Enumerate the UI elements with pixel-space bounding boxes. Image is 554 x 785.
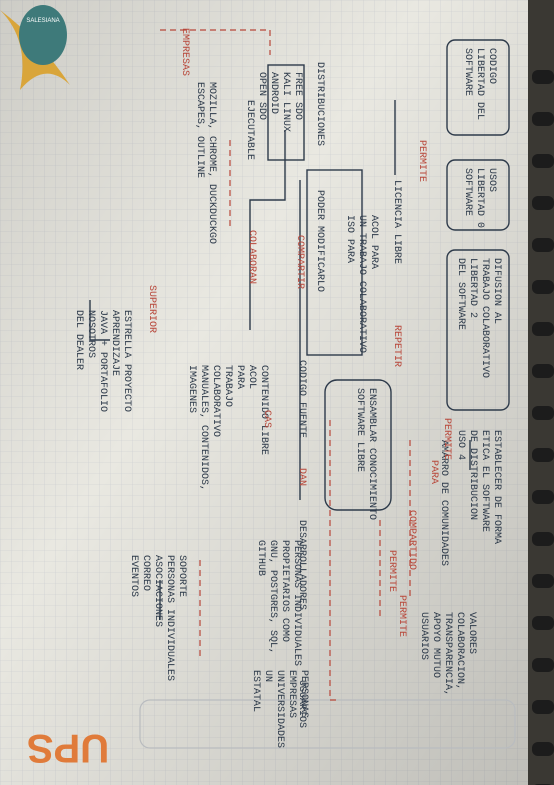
- note-contenido: TRABAJO: [222, 365, 233, 407]
- note-distro-box: FREE SDO: [292, 72, 303, 120]
- red-relation-label: COLABORAN: [246, 230, 257, 284]
- spiral-ring: [532, 154, 554, 168]
- spiral-ring: [532, 406, 554, 420]
- note-acol: UN TRABAJO COLABORATIVO: [356, 215, 367, 353]
- note-browsers: ESCAPES, OUTLINE: [194, 82, 205, 178]
- note-soporte: EVENTOS: [128, 555, 139, 597]
- note-establecer: DE DISTRIBUCION: [467, 430, 478, 520]
- red-relation-label: REPETIR: [391, 325, 402, 367]
- note-establecer: ETICA EL SOFTWARE: [479, 430, 490, 532]
- note-contenido: CONTENIDO LIBRE: [258, 365, 269, 455]
- note-browsers: MOZILLA, CHROME, DUCKDUCKGO: [206, 82, 217, 244]
- note-desarrolladores: DESARROLLADORES: [296, 520, 307, 610]
- note-acol: ACOL PARA: [368, 215, 379, 269]
- note-top-box-3: TRABAJO COLABORATIVO: [479, 258, 490, 378]
- note-top-box-2: SOFTWARE: [462, 168, 473, 216]
- university-logo: SALESIANA: [0, 5, 70, 90]
- spiral-ring: [532, 742, 554, 756]
- note-top-box-2: LIBERTAD 0: [474, 168, 485, 228]
- red-relation-label: EMPRESAS: [179, 28, 190, 76]
- spiral-ring: [532, 322, 554, 336]
- note-contenido: MANUALES, CONTENIDOS,: [198, 365, 209, 491]
- spiral-ring: [532, 364, 554, 378]
- note-licencia: LICENCIA LIBRE: [391, 180, 402, 264]
- note-valores: VALORES: [466, 612, 477, 654]
- note-top-box-1: LIBERTAD DEL: [474, 48, 485, 120]
- note-contenido: PARA: [234, 365, 245, 389]
- note-contenido: ACOL: [246, 365, 257, 389]
- note-personas: GNU, POSTGRES, SQL,: [267, 540, 278, 654]
- note-top-box-1: CODIGO: [486, 48, 497, 84]
- spiral-ring: [532, 280, 554, 294]
- spiral-ring: [532, 112, 554, 126]
- note-top-box-2: USOS: [486, 168, 497, 192]
- spiral-ring: [532, 616, 554, 630]
- note-distribuciones: DISTRIBUCIONES: [314, 62, 325, 146]
- note-ensamblar: ENSAMBLAR CONOCIMIENTO: [366, 388, 377, 520]
- note-estrella: APRENDIZAJE: [109, 310, 120, 376]
- spiral-binding: [532, 70, 554, 785]
- note-valores: TRANSPARENCIA,: [442, 612, 453, 696]
- spiral-ring: [532, 448, 554, 462]
- spiral-ring: [532, 490, 554, 504]
- note-soporte: CORREO: [140, 555, 151, 591]
- red-relation-label: PERMITE: [416, 140, 427, 182]
- note-personas-entidades: EMPRESAS: [286, 670, 297, 718]
- spiral-ring: [532, 700, 554, 714]
- red-relation-label: COMPARTIDO: [406, 510, 417, 570]
- red-relation-label: COMPARTIR: [294, 235, 305, 289]
- spiral-ring: [532, 574, 554, 588]
- note-contenido: IMAGENES: [186, 365, 197, 413]
- note-soporte: PERSONAS INDIVIDUALES: [164, 555, 175, 681]
- red-relation-label: SUPERIOR: [146, 285, 157, 333]
- note-distro-box: KALI LINUX: [280, 72, 291, 132]
- note-estrella: DEL DEALER: [73, 310, 84, 370]
- note-valores: USUARIOS: [418, 612, 429, 660]
- spiral-ring: [532, 70, 554, 84]
- red-relation-label: DAN: [296, 468, 307, 486]
- note-personas: GITHUB: [255, 540, 266, 576]
- note-usuarios: USUARIOS: [296, 680, 307, 728]
- red-relation-label: PERMITE: [441, 418, 452, 460]
- red-relation-label: CAS: [261, 410, 272, 428]
- note-personas: PERSONAS INDIVIDUALES: [291, 540, 302, 666]
- note-personas: PROPIETARIOS COMO: [279, 540, 290, 642]
- note-valores: COLABORACION,: [454, 612, 465, 690]
- note-top-box-3: DIFUSION AL: [491, 258, 502, 324]
- note-comunidades: AMARRO DE COMUNIDADES: [438, 440, 449, 566]
- note-establecer: USO 4: [455, 430, 466, 460]
- note-ejecutable: EJECUTABLE: [244, 100, 255, 160]
- note-top-box-1: SOFTWARE: [462, 48, 473, 96]
- ups-logo: UPS: [27, 726, 109, 770]
- note-poder: PODER MODIFICARLO: [314, 190, 325, 292]
- spiral-ring: [532, 238, 554, 252]
- note-personas-entidades: UN: [262, 670, 273, 682]
- note-personas-entidades: ESTATAL: [250, 670, 261, 712]
- note-estrella: NOSOTROS: [85, 310, 96, 358]
- note-soporte: ASOCIACIONES: [152, 555, 163, 627]
- note-estrella: ESTRELLA PROYECTO: [121, 310, 132, 412]
- red-relation-label: PERMITE: [396, 595, 407, 637]
- note-acol: ISO PARA: [344, 215, 355, 263]
- note-soporte: SOPORTE: [176, 555, 187, 597]
- red-relation-label: PARA: [428, 460, 439, 484]
- note-valores: APOYO MUTUO: [430, 612, 441, 678]
- spiral-ring: [532, 658, 554, 672]
- corner-badge: SALESIANA: [26, 18, 59, 24]
- spiral-ring: [532, 532, 554, 546]
- note-establecer: ESTABLECER DE FORMA: [491, 430, 502, 544]
- note-top-box-3: DEL SOFTWARE: [455, 258, 466, 330]
- note-personas-entidades: PERSONAS: [298, 670, 309, 718]
- note-estrella: JAVA + PORTAFOLIO: [97, 310, 108, 412]
- spiral-ring: [532, 196, 554, 210]
- note-contenido: COLABORATIVO: [210, 365, 221, 437]
- note-distro-box: ANDROID: [268, 72, 279, 114]
- note-distro-box: OPEN SDO: [256, 72, 267, 120]
- note-top-box-3: LIBERTAD 2: [467, 258, 478, 318]
- note-ensamblar: SOFTWARE LIBRE: [354, 388, 365, 472]
- note-personas-entidades: UNIVERSIDADES: [274, 670, 285, 748]
- note-codigo-fuente: CODIGO FUENTE: [296, 360, 307, 438]
- red-relation-label: PERMITE: [386, 550, 397, 592]
